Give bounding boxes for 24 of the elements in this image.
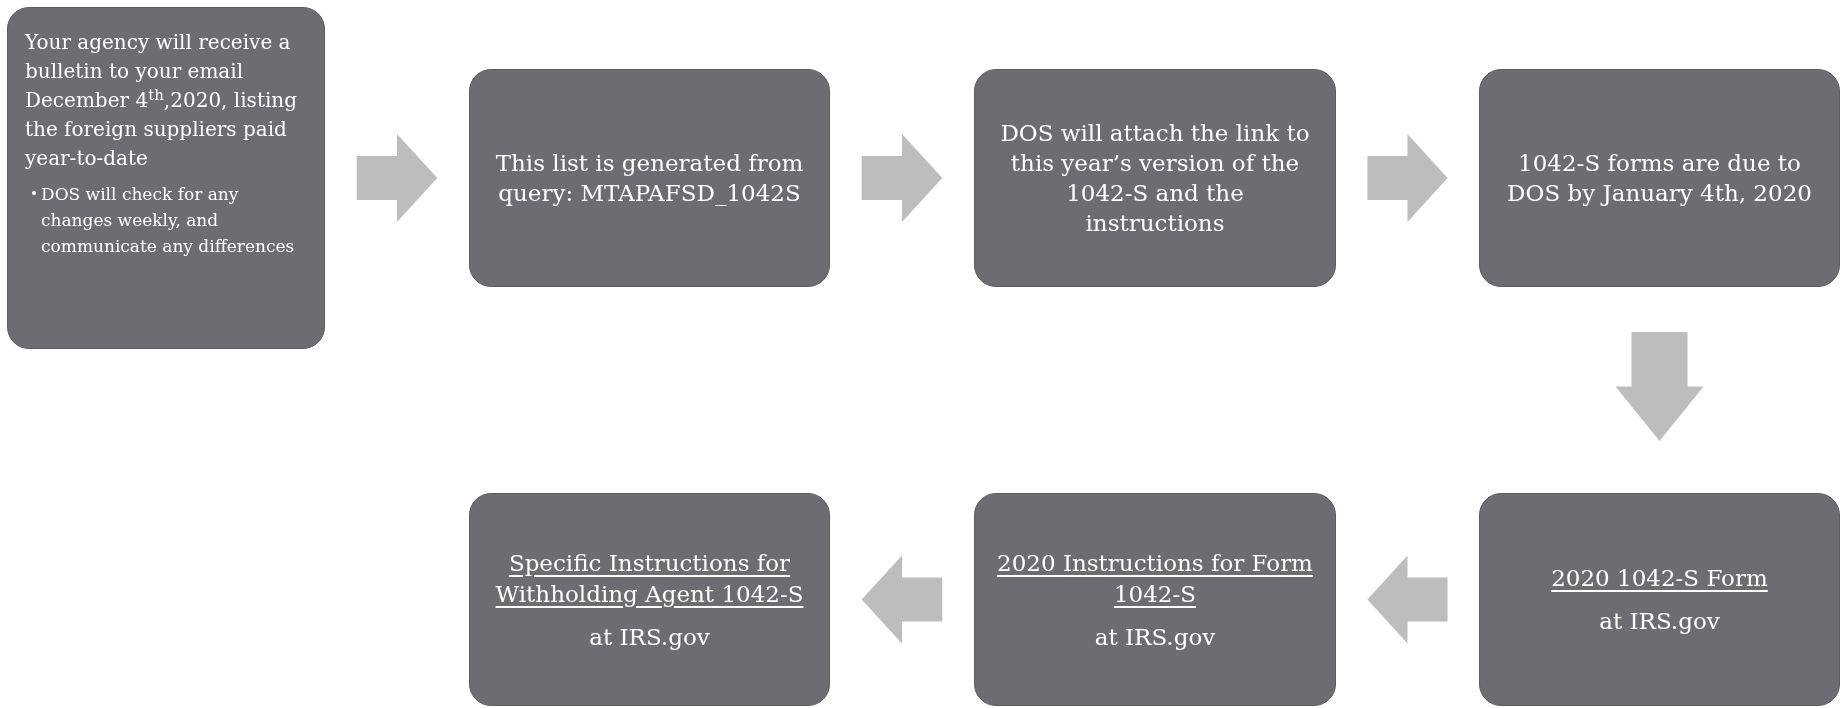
step-text: DOS will attach the link to this year’s version of the 1042-S and the instructions bbox=[999, 119, 1311, 238]
process-box bbox=[974, 493, 1336, 706]
block-arrow bbox=[356, 134, 438, 222]
link-text: Specific Instructions for Withholding Agent 1042-S bbox=[494, 548, 805, 609]
process-box bbox=[469, 493, 830, 706]
step-text: 1042-S forms are due to DOS by January 4th, 2020 bbox=[1506, 149, 1813, 208]
process-box bbox=[7, 7, 325, 349]
block-arrow bbox=[861, 134, 943, 222]
step-text: at IRS.gov bbox=[1093, 622, 1217, 652]
step-text: Your agency will receive a bulletin to your email December 4$^{th}$,2020, listing the foreign suppliers paid year-to-date bbox=[23, 29, 298, 172]
process-box bbox=[469, 69, 830, 287]
block-arrow bbox=[1367, 555, 1448, 644]
process-box bbox=[974, 69, 1336, 287]
process-box bbox=[1479, 493, 1840, 706]
block-arrow bbox=[1615, 332, 1704, 441]
link-text: 2020 1042-S Form bbox=[1550, 564, 1769, 593]
link-text: 2020 Instructions for Form 1042-S bbox=[996, 548, 1314, 609]
block-arrow bbox=[1367, 134, 1448, 222]
step-text: at IRS.gov bbox=[1598, 607, 1721, 636]
step-text: at IRS.gov bbox=[588, 622, 711, 652]
process-box bbox=[1479, 69, 1840, 287]
step-text: This list is generated from query: MTAPAFSD_1042S bbox=[494, 149, 805, 208]
bullet-text: DOS will check for any changes weekly, and communicate any differences bbox=[41, 183, 296, 258]
block-arrow bbox=[861, 555, 943, 644]
